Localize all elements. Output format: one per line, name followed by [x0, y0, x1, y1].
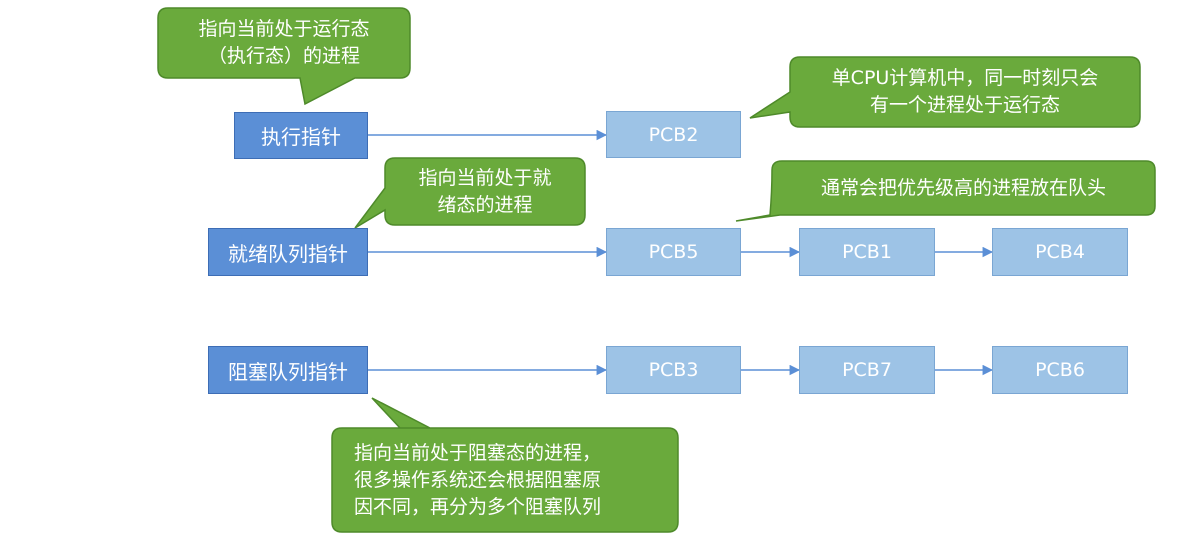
callout-bubble-blocked-pointer	[331, 397, 679, 533]
callout-line: 很多操作系统还会根据阻塞原	[354, 468, 602, 491]
pcb-label: PCB1	[842, 241, 892, 263]
pcb-label: PCB5	[648, 241, 699, 263]
ready-queue-pointer-label: 就绪队列指针	[228, 241, 348, 266]
running-pointer-box: 执行指针	[234, 112, 368, 159]
pcb-box-blocked-3: PCB6	[992, 346, 1128, 394]
pcb-box-ready-2: PCB1	[799, 228, 935, 276]
callout-bubble-running-pointer	[157, 7, 411, 106]
blocked-queue-pointer-label: 阻塞队列指针	[228, 359, 348, 384]
callout-line: 有一个进程处于运行态	[869, 94, 1060, 116]
pcb-box-blocked-2: PCB7	[799, 346, 935, 394]
callout-bubble-single-cpu	[749, 56, 1141, 128]
pcb-label: PCB2	[648, 123, 699, 146]
callout-line: 指向当前处于运行态	[198, 18, 370, 40]
callout-running-pointer: 指向当前处于运行态 （执行态）的进程	[158, 8, 410, 78]
callout-bubble-ready-pointer	[354, 157, 586, 229]
callout-line: （执行态）的进程	[207, 45, 360, 67]
pcb-label: PCB3	[648, 359, 699, 381]
callout-line: 绪态的进程	[437, 193, 533, 216]
pcb-label: PCB4	[1035, 241, 1085, 263]
callout-single-cpu: 单CPU计算机中，同一时刻只会 有一个进程处于运行态	[790, 57, 1140, 127]
callout-ready-pointer: 指向当前处于就 绪态的进程	[385, 158, 585, 225]
pcb-label: PCB6	[1035, 359, 1085, 381]
callout-line: 通常会把优先级高的进程放在队头	[820, 176, 1106, 199]
pcb-box-running-1: PCB2	[606, 111, 741, 158]
blocked-queue-pointer-box: 阻塞队列指针	[208, 346, 368, 394]
callout-bubble-queue-head	[735, 160, 1156, 222]
pcb-box-ready-3: PCB4	[992, 228, 1128, 276]
callout-line: 指向当前处于阻塞态的进程，	[354, 441, 602, 464]
pcb-box-blocked-1: PCB3	[606, 346, 741, 394]
pcb-label: PCB7	[842, 359, 892, 381]
ready-queue-pointer-box: 就绪队列指针	[208, 228, 368, 276]
running-pointer-label: 执行指针	[261, 125, 341, 149]
callout-line: 指向当前处于就	[418, 166, 552, 189]
callout-line: 因不同，再分为多个阻塞队列	[354, 495, 602, 518]
callout-queue-head: 通常会把优先级高的进程放在队头	[772, 161, 1155, 215]
pcb-box-ready-1: PCB5	[606, 228, 741, 276]
callout-line: 单CPU计算机中，同一时刻只会	[831, 67, 1099, 89]
callout-blocked-pointer: 指向当前处于阻塞态的进程， 很多操作系统还会根据阻塞原 因不同，再分为多个阻塞队…	[332, 428, 678, 532]
